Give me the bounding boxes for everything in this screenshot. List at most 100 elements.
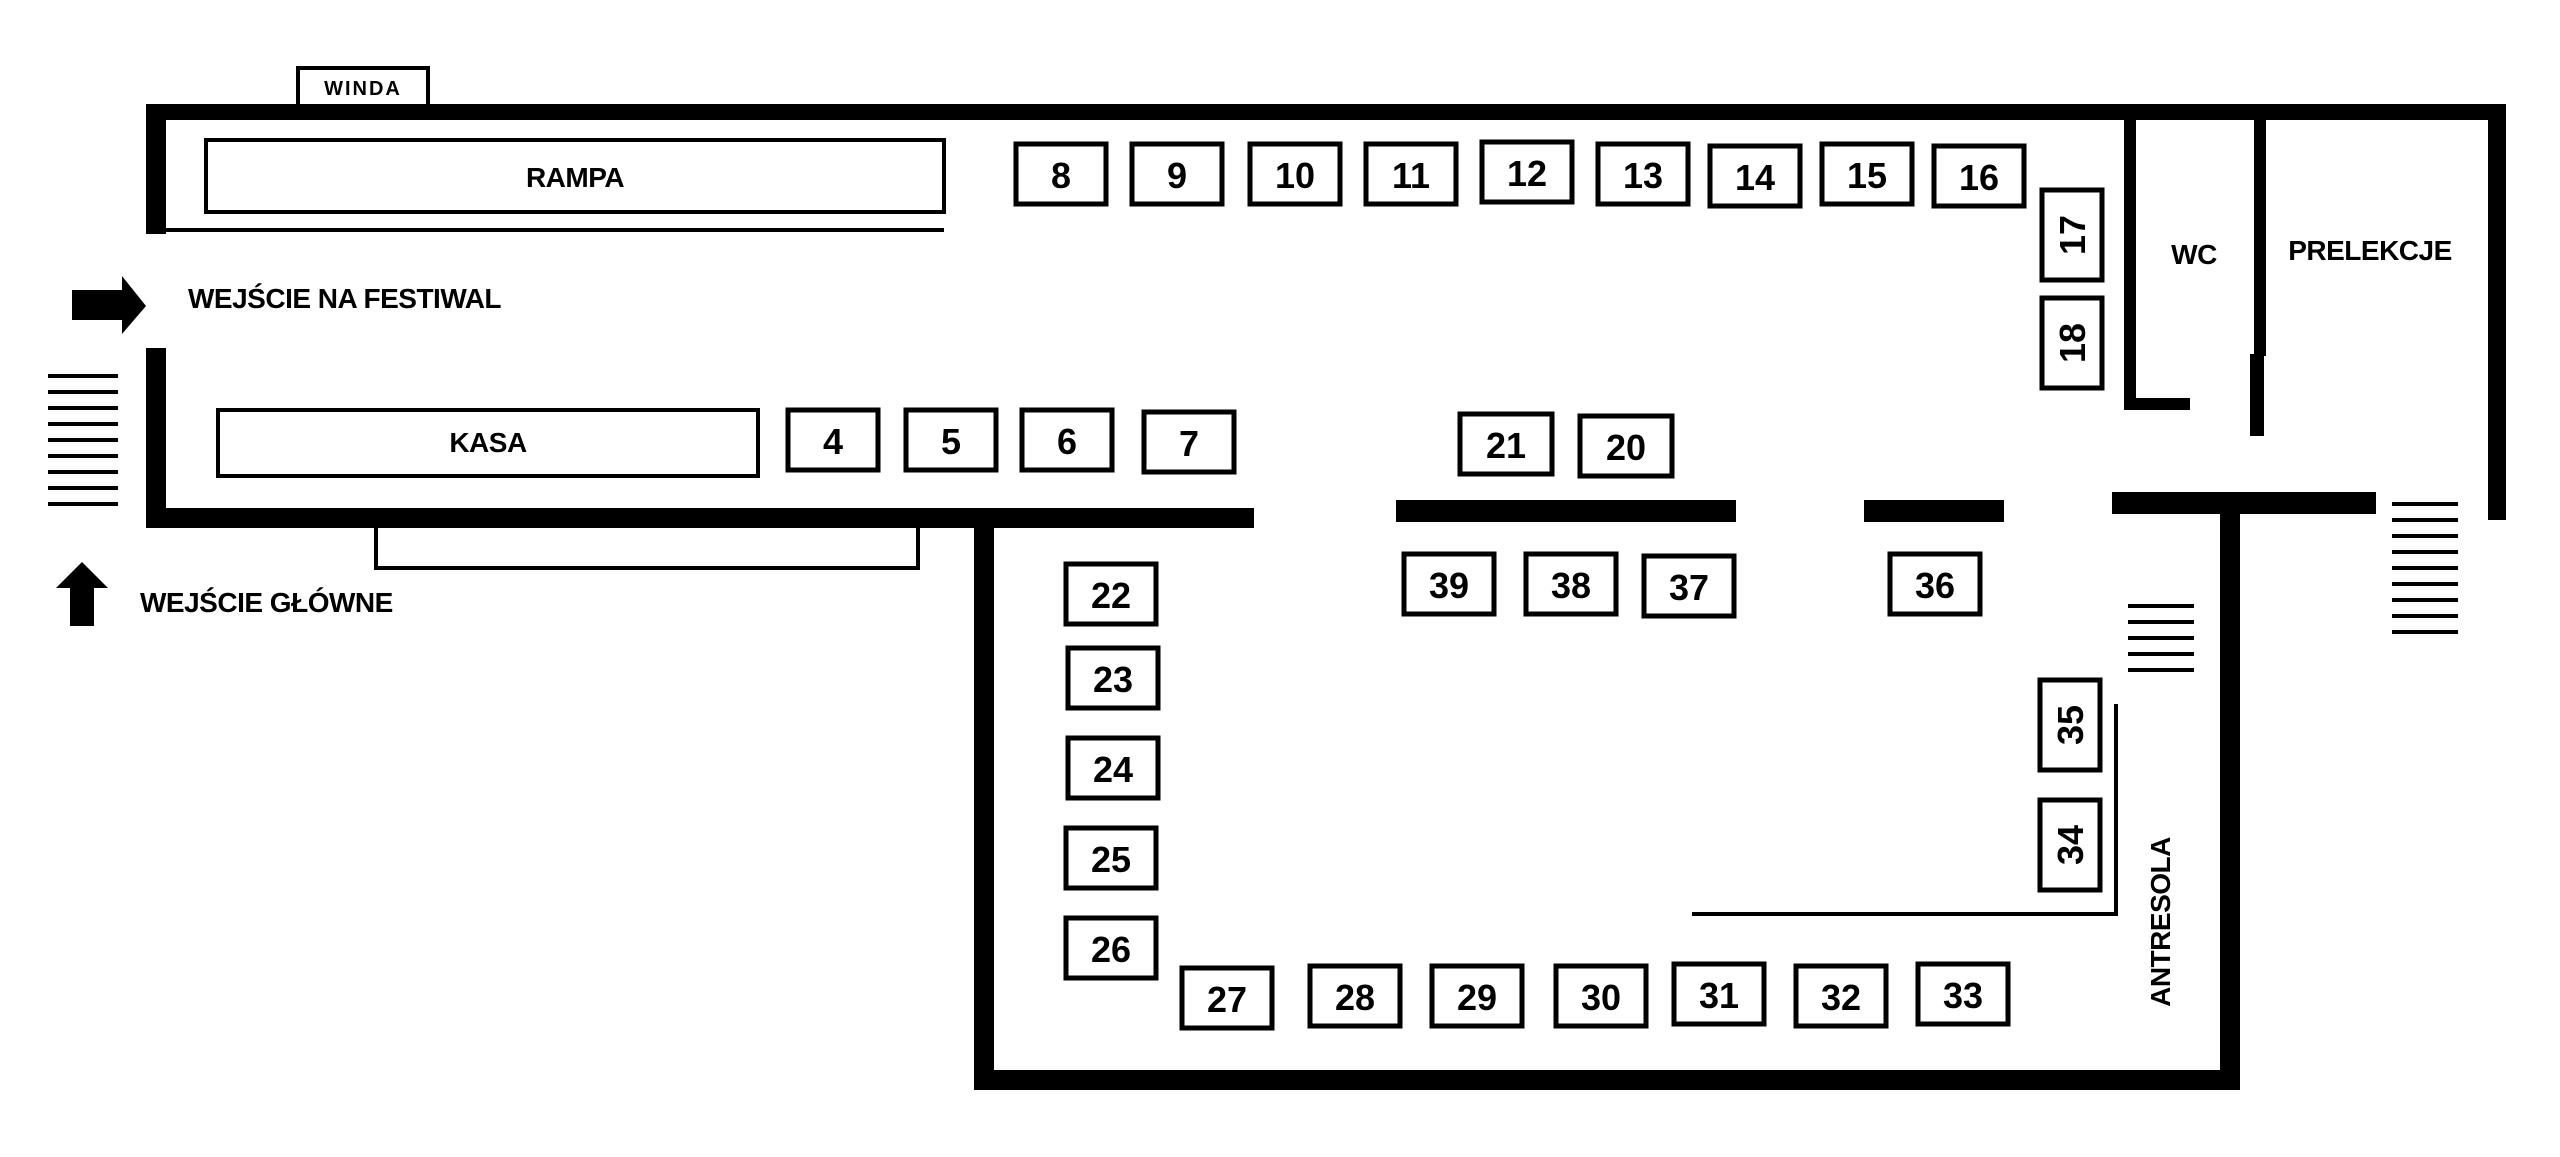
- booth-box: [1129, 141, 1225, 207]
- booth-number: 13: [1623, 155, 1663, 196]
- booth-number: 34: [2050, 825, 2091, 865]
- booth[interactable]: 5: [903, 407, 999, 473]
- wall-wc-left: [2124, 120, 2136, 406]
- wall-divider-far-right: [2112, 492, 2376, 514]
- ramp-box: [204, 138, 946, 214]
- wall-wc-right-upper: [2254, 120, 2266, 356]
- ticket-desk: KASA: [216, 408, 760, 478]
- booth-number: 32: [1821, 977, 1861, 1018]
- stairs-right: [2392, 502, 2458, 634]
- booth[interactable]: 24: [1065, 735, 1161, 801]
- booth[interactable]: 13: [1595, 141, 1691, 207]
- antresola-railing: [1692, 704, 2118, 916]
- booth[interactable]: 25: [1063, 825, 1159, 891]
- wall-hall-right: [2220, 502, 2240, 1090]
- booth[interactable]: 34: [2037, 797, 2103, 893]
- booth-box: [1523, 551, 1619, 617]
- booth[interactable]: 8: [1013, 141, 1109, 207]
- walls: [146, 104, 2506, 1090]
- booth-number: 4: [823, 421, 843, 462]
- booth[interactable]: 33: [1915, 961, 2011, 1027]
- booth[interactable]: 18: [2039, 295, 2105, 391]
- main-entrance: WEJŚCIE GŁÓWNE: [56, 562, 393, 626]
- elevator-box: [296, 66, 430, 108]
- festival-entrance-label: WEJŚCIE NA FESTIWAL: [188, 283, 501, 314]
- booth-box: [1401, 551, 1497, 617]
- booth[interactable]: 32: [1793, 963, 1889, 1029]
- booth-box: [1065, 645, 1161, 711]
- wall-left-lower: [146, 348, 166, 528]
- booth[interactable]: 6: [1019, 407, 1115, 473]
- booth[interactable]: 15: [1819, 141, 1915, 207]
- booth[interactable]: 39: [1401, 551, 1497, 617]
- booth-number: 30: [1581, 977, 1621, 1018]
- wall-kasa-bottom: [146, 508, 1254, 528]
- booth-box: [2037, 797, 2103, 893]
- booth-number: 12: [1507, 153, 1547, 194]
- lecture-room-label: PRELEKCJE: [2288, 235, 2452, 266]
- booth-box: [1141, 409, 1237, 475]
- booth-number: 10: [1275, 155, 1315, 196]
- booth-box: [1479, 139, 1575, 205]
- booth[interactable]: 17: [2039, 187, 2105, 283]
- booth-number: 14: [1735, 157, 1775, 198]
- booth[interactable]: 11: [1363, 141, 1459, 207]
- booth-box: [1179, 965, 1275, 1031]
- booth[interactable]: 10: [1247, 141, 1343, 207]
- antresola-label: ANTRESOLA: [2145, 837, 2176, 1007]
- booth-number: 21: [1486, 425, 1526, 466]
- booth[interactable]: 20: [1577, 413, 1675, 479]
- booth-box: [1553, 963, 1649, 1029]
- booth-box: [1641, 553, 1737, 619]
- booth[interactable]: 27: [1179, 965, 1275, 1031]
- booth[interactable]: 36: [1887, 551, 1983, 617]
- booth-box: [1307, 963, 1403, 1029]
- booth-box: [1063, 915, 1159, 981]
- booth[interactable]: 26: [1063, 915, 1159, 981]
- elevator: WINDA: [296, 66, 430, 108]
- ticket-desk-box: [216, 408, 760, 478]
- stairs-left: [48, 374, 118, 506]
- booth-box: [1429, 963, 1525, 1029]
- wall-wc-right-lower: [2250, 354, 2264, 436]
- booth-number: 20: [1606, 427, 1646, 468]
- booth-box: [1793, 963, 1889, 1029]
- booth-box: [2039, 187, 2105, 283]
- booth-number: 11: [1392, 155, 1430, 196]
- booth[interactable]: 9: [1129, 141, 1225, 207]
- booth-box: [1931, 143, 2027, 209]
- booth-box: [1819, 141, 1915, 207]
- booth-box: [1063, 825, 1159, 891]
- booth-number: 6: [1057, 421, 1077, 462]
- booth[interactable]: 29: [1429, 963, 1525, 1029]
- booth[interactable]: 38: [1523, 551, 1619, 617]
- booth-number: 26: [1091, 929, 1131, 970]
- booth-number: 37: [1669, 567, 1709, 608]
- booth-box: [1363, 141, 1459, 207]
- booth[interactable]: 12: [1479, 139, 1575, 205]
- booth[interactable]: 14: [1707, 143, 1803, 209]
- festival-entrance: WEJŚCIE NA FESTIWAL: [72, 276, 502, 334]
- booth-number: 17: [2052, 215, 2093, 255]
- arrow-up-icon: [56, 562, 108, 626]
- main-entrance-label: WEJŚCIE GŁÓWNE: [140, 587, 393, 618]
- booth[interactable]: 31: [1671, 961, 1767, 1027]
- booth-box: [2039, 295, 2105, 391]
- booth[interactable]: 21: [1457, 411, 1555, 477]
- booth[interactable]: 16: [1931, 143, 2027, 209]
- booth[interactable]: 28: [1307, 963, 1403, 1029]
- booth-number: 25: [1091, 839, 1131, 880]
- booth[interactable]: 30: [1553, 963, 1649, 1029]
- wc-label: WC: [2171, 239, 2217, 270]
- booth-number: 9: [1167, 155, 1187, 196]
- booth[interactable]: 37: [1641, 553, 1737, 619]
- booth-number: 36: [1915, 565, 1955, 606]
- wall-hall-left: [974, 508, 994, 1090]
- booth[interactable]: 23: [1065, 645, 1161, 711]
- booth[interactable]: 7: [1141, 409, 1237, 475]
- booth[interactable]: 4: [785, 407, 881, 473]
- wall-left-upper: [146, 104, 166, 234]
- booth[interactable]: 35: [2037, 677, 2103, 773]
- booth[interactable]: 22: [1063, 561, 1159, 627]
